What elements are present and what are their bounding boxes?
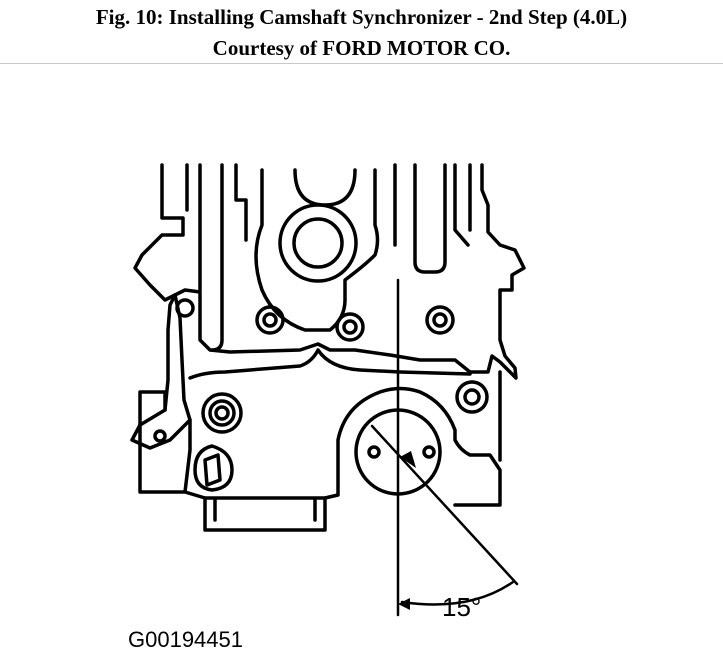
camshaft-synchronizer-diagram: 15° G00194451 <box>128 163 526 652</box>
large-bore-ring <box>278 203 358 283</box>
header-divider <box>0 63 723 64</box>
arc-arrowhead-left <box>398 598 410 610</box>
lower-bolt-outer <box>201 392 243 434</box>
parting-line <box>188 348 472 380</box>
sync-hole-left <box>367 445 381 459</box>
rail-right-2 <box>453 163 470 247</box>
lower-body <box>138 386 502 532</box>
slot-inner <box>203 453 222 487</box>
top-boss <box>293 168 357 207</box>
lower-bolt-inner <box>214 405 230 421</box>
bolt-hole-3-inner <box>432 312 448 328</box>
lower-foot <box>203 496 327 522</box>
lever-pivot <box>175 298 195 318</box>
bolt-hole-2-inner <box>342 319 358 335</box>
figure-courtesy: Courtesy of FORD MOTOR CO. <box>212 36 511 60</box>
large-bore-inner <box>292 217 344 269</box>
slot-bracket <box>193 444 234 492</box>
pointer-arrowhead <box>400 451 416 468</box>
rail-left-3 <box>210 163 224 352</box>
lower-bolt-mid <box>208 399 236 427</box>
engine-block-outline <box>133 163 526 380</box>
bolt-hole-1-outer <box>255 305 285 335</box>
figure-header: Fig. 10: Installing Camshaft Synchronize… <box>0 0 723 62</box>
rail-left-4 <box>234 163 248 242</box>
rail-right-1 <box>413 163 447 274</box>
angle-arc <box>400 580 515 606</box>
bolt-hole-3-outer <box>425 305 455 335</box>
image-id-label: G00194451 <box>128 627 243 652</box>
lever-pin <box>153 429 167 443</box>
right-bolt-outer <box>455 380 489 414</box>
figure-title: Fig. 10: Installing Camshaft Synchronize… <box>95 5 628 29</box>
bolt-hole-1-inner <box>262 312 278 328</box>
bolt-hole-2-outer <box>335 312 365 342</box>
angle-label: 15° <box>442 592 481 622</box>
sync-hole-right <box>422 445 436 459</box>
right-bolt-inner <box>463 388 481 406</box>
angle-pointer-line <box>370 424 519 586</box>
